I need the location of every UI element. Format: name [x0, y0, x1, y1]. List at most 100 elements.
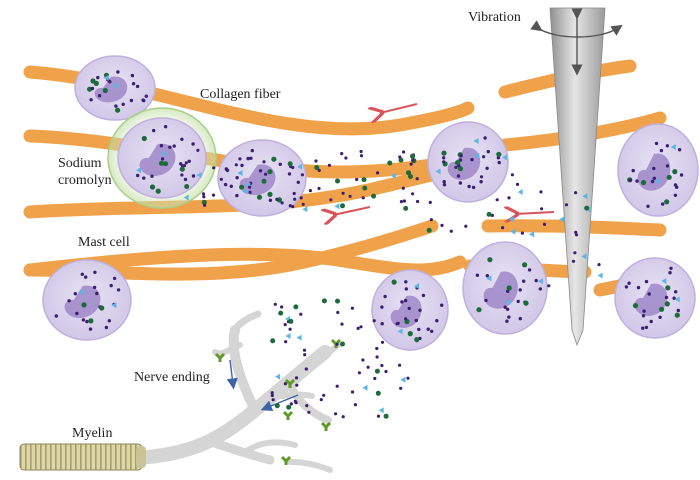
granule: [403, 205, 409, 211]
granule: [288, 204, 292, 208]
mediator-granule: [529, 231, 535, 238]
mediator-granule: [517, 189, 523, 195]
myelin-label: Myelin: [72, 426, 113, 441]
granule: [380, 340, 385, 344]
granule: [464, 224, 468, 228]
mast-cell: [42, 259, 132, 341]
granule: [490, 213, 494, 217]
granule: [301, 202, 305, 206]
mast-cell: [617, 123, 699, 217]
granule: [270, 391, 274, 395]
granule: [234, 163, 238, 167]
granule: [314, 165, 320, 170]
granule: [406, 170, 411, 176]
granule: [402, 150, 406, 154]
sodium-cromolyn-label: Sodium cromolyn: [58, 155, 112, 189]
granule: [359, 149, 363, 154]
mast-cell: [371, 269, 449, 351]
granule: [275, 197, 279, 201]
granule: [515, 182, 520, 186]
nerve-receptors: [214, 338, 342, 465]
granule: [283, 382, 287, 386]
granule: [264, 172, 268, 176]
granule: [295, 383, 299, 387]
granule: [287, 161, 293, 167]
flow-arrows: [333, 103, 555, 215]
granule: [373, 376, 377, 381]
granule: [280, 305, 284, 309]
granule: [564, 203, 569, 207]
granule: [203, 203, 207, 207]
granule: [344, 156, 348, 160]
granule: [361, 177, 367, 183]
granule: [384, 369, 388, 374]
granule: [239, 184, 245, 190]
granule: [335, 342, 339, 346]
granule: [442, 160, 446, 164]
granule: [375, 346, 379, 351]
granule: [383, 413, 389, 419]
granule: [340, 322, 344, 326]
granule: [350, 390, 355, 394]
granule: [283, 323, 287, 327]
mediator-granule: [537, 278, 543, 285]
granule: [288, 318, 294, 324]
mediator-granule: [581, 253, 587, 260]
granule: [335, 298, 340, 304]
granule: [321, 298, 327, 304]
granule: [184, 161, 188, 165]
mediator-granule: [435, 168, 441, 175]
granule: [317, 168, 321, 172]
granule: [340, 341, 345, 347]
granule: [486, 211, 492, 217]
granule: [305, 404, 309, 408]
granule: [361, 196, 365, 200]
mediator-granule: [196, 172, 202, 179]
granule: [597, 263, 601, 267]
mediator-granule: [242, 188, 247, 195]
granule: [212, 166, 216, 170]
granule: [380, 363, 384, 368]
granule: [387, 160, 393, 166]
granule: [202, 195, 206, 199]
mast-cell: [107, 107, 217, 209]
mediator-granule: [582, 193, 588, 200]
granule: [340, 203, 345, 209]
granule: [184, 184, 190, 189]
mediator-granule: [275, 373, 281, 380]
collagen-fiber-label: Collagen fiber: [200, 87, 281, 102]
sodium-cromolyn-label-line2: cromolyn: [58, 173, 112, 188]
granule: [274, 403, 280, 409]
granule: [348, 194, 352, 198]
granule: [479, 175, 484, 179]
granule: [408, 174, 413, 179]
granule: [278, 310, 284, 316]
granule: [396, 321, 400, 325]
granule: [248, 185, 252, 189]
granule: [322, 393, 326, 397]
granule: [294, 401, 298, 405]
granule: [375, 390, 381, 396]
mediator-granule: [296, 334, 302, 341]
mast-cell-label: Mast cell: [78, 235, 130, 250]
granule: [201, 192, 206, 196]
granule: [292, 191, 296, 196]
granule: [319, 398, 323, 402]
granule: [248, 190, 252, 194]
mediator-granule: [362, 384, 368, 391]
granule: [406, 376, 410, 380]
myelin-sheath: [19, 443, 146, 471]
nerve-signal-arrows: [226, 359, 299, 412]
granule: [426, 227, 432, 233]
granule: [291, 165, 295, 170]
mediator-granule: [297, 163, 303, 170]
granule: [286, 404, 292, 410]
granule: [495, 198, 499, 202]
granule: [314, 159, 318, 163]
granule: [357, 371, 361, 375]
granule: [329, 198, 333, 202]
granule: [440, 223, 444, 227]
released-granules: [180, 148, 603, 419]
granule: [262, 160, 266, 164]
mediator-granule: [183, 194, 189, 201]
